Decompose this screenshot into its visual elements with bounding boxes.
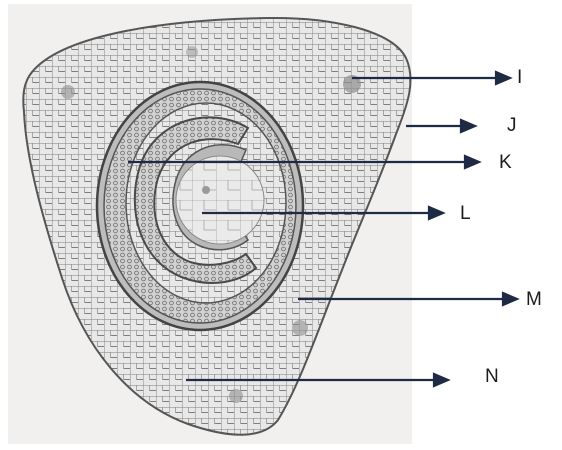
label-k: K xyxy=(499,153,512,172)
label-j: J xyxy=(507,116,517,135)
dark-cell-cluster xyxy=(61,85,75,99)
label-i: I xyxy=(517,68,522,87)
label-m: M xyxy=(526,290,542,309)
arrow-m-head xyxy=(503,293,517,305)
pith xyxy=(176,156,264,244)
label-l: L xyxy=(460,204,471,223)
arrow-k-head xyxy=(465,156,479,168)
arrow-i-head xyxy=(496,72,510,84)
dark-cell-cluster xyxy=(229,389,243,403)
arrow-l-head xyxy=(429,207,443,219)
arrow-j-head xyxy=(461,120,475,132)
arrow-n-head xyxy=(434,374,448,386)
dark-cell-cluster xyxy=(292,320,308,336)
dark-cell-cluster xyxy=(186,46,198,58)
pith-center xyxy=(202,186,210,194)
label-n: N xyxy=(485,367,499,386)
